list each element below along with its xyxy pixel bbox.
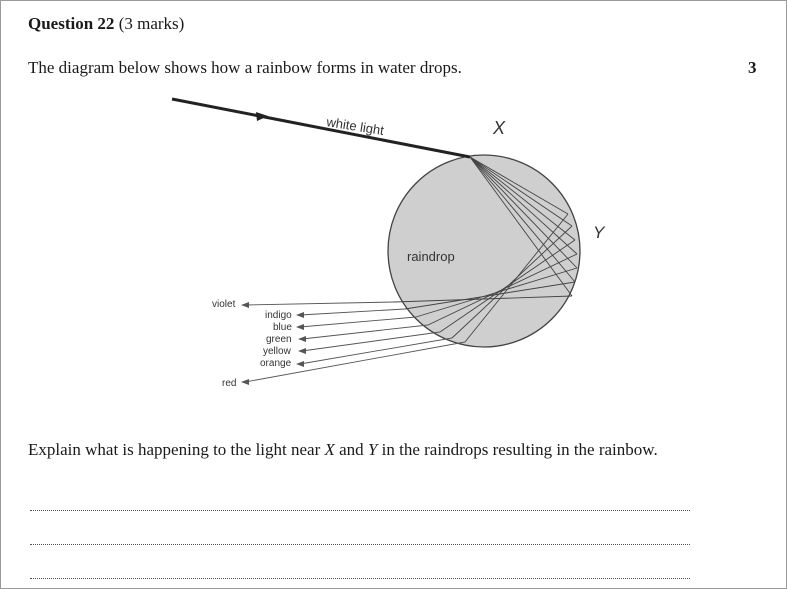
- point-y-label: Y: [593, 223, 606, 242]
- color-label-green: green: [266, 334, 292, 345]
- raindrop-circle: [387, 154, 581, 348]
- color-label-indigo: indigo: [265, 310, 292, 321]
- prompt-text-2: and: [334, 440, 368, 459]
- raindrop-label: raindrop: [407, 249, 455, 264]
- point-x-label: X: [492, 118, 506, 138]
- prompt-x: X: [324, 440, 335, 459]
- prompt-text-1: Explain what is happening to the light n…: [28, 440, 325, 459]
- marks-total: 3: [748, 58, 757, 77]
- answer-line[interactable]: [30, 544, 690, 545]
- question-marks: (3 marks): [118, 14, 185, 33]
- question-number: Question 22: [28, 14, 115, 33]
- white-light-arrowhead: [256, 112, 268, 121]
- color-label-yellow: yellow: [263, 346, 292, 357]
- prompt-text-3: in the raindrops resulting in the rainbo…: [377, 440, 658, 459]
- answer-line[interactable]: [30, 578, 690, 579]
- color-label-orange: orange: [260, 358, 292, 369]
- color-label-blue: blue: [273, 322, 292, 333]
- color-label-violet: violet: [212, 299, 236, 310]
- question-prompt: Explain what is happening to the light n…: [28, 440, 668, 459]
- question-intro: The diagram below shows how a rainbow fo…: [28, 58, 462, 77]
- question-heading: Question 22 (3 marks): [28, 14, 184, 34]
- exit-rays: [244, 301, 466, 383]
- exit-arrowheads: [241, 302, 306, 385]
- prompt-y: Y: [367, 440, 378, 459]
- internal-rays: [393, 156, 578, 343]
- color-label-red: red: [222, 378, 236, 389]
- answer-line[interactable]: [30, 510, 690, 511]
- white-light-ray: [171, 97, 471, 159]
